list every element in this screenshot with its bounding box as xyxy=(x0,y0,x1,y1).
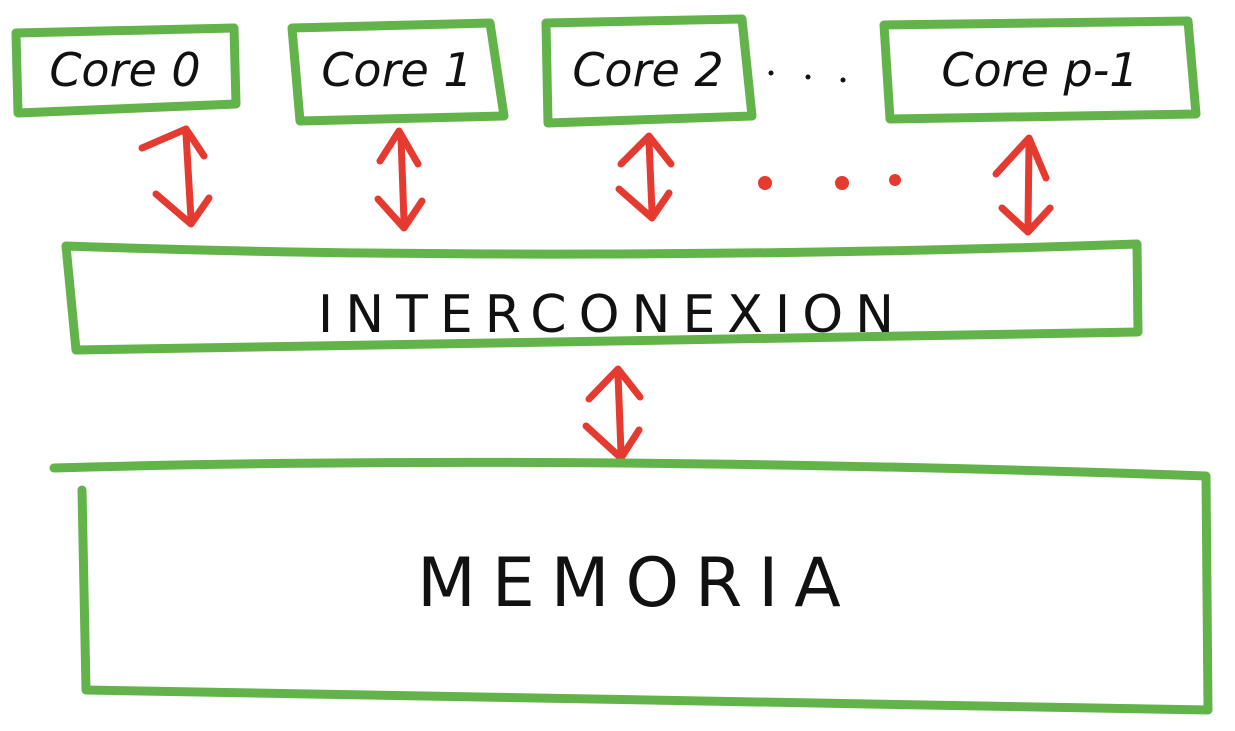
memory: MEMORIA xyxy=(49,457,1213,715)
core-0-arrow xyxy=(138,125,213,228)
core-1-label: Core 1 xyxy=(321,43,472,97)
memory-arrow xyxy=(582,365,644,462)
memory-arrow-head-up xyxy=(585,365,644,403)
core-2-arrow-head-up xyxy=(617,132,675,168)
core-p-1-arrow-shaft xyxy=(1024,139,1033,230)
core-p-1-arrow-head-up xyxy=(992,134,1050,182)
core-2-label: Core 2 xyxy=(572,43,723,97)
memory-label: MEMORIA xyxy=(417,544,857,623)
core-2-arrow-head-down xyxy=(615,185,673,222)
core-p-1-label: Core p-1 xyxy=(941,43,1138,97)
memory-box xyxy=(49,457,1213,715)
core-1-box xyxy=(287,18,509,126)
core-2-box xyxy=(541,14,757,128)
ellipsis-dot-2 xyxy=(805,74,811,80)
core-p-1-arrow xyxy=(992,134,1054,236)
core-p-1-arrow-head-down xyxy=(998,204,1054,236)
memory-arrow-head-down xyxy=(582,422,643,462)
core-p-1: Core p-1 xyxy=(879,16,1201,124)
core-1-arrow-shaft xyxy=(397,133,408,226)
core-0-arrow-shaft xyxy=(182,130,195,223)
interconnect: INTERCONEXION xyxy=(61,239,1143,355)
memory-arrow-shaft xyxy=(614,371,625,456)
arrow-ellipsis-dot-2 xyxy=(835,176,849,190)
core-1-arrow xyxy=(374,127,426,232)
arrow-ellipsis-dot-3 xyxy=(889,174,901,186)
ellipsis-dot-3 xyxy=(840,77,846,83)
core-2-arrow-shaft xyxy=(645,137,656,216)
core-1: Core 1 xyxy=(287,18,509,126)
core-p-1-box xyxy=(879,16,1201,124)
core-1-arrow-head-down xyxy=(374,195,426,232)
core-1-arrow-head-up xyxy=(376,127,422,168)
interconnect-box xyxy=(61,239,1143,355)
core-0-box xyxy=(11,23,241,118)
core-2: Core 2 xyxy=(541,14,757,128)
core-ellipsis xyxy=(768,70,846,83)
core-2-arrow xyxy=(615,132,675,222)
core-0: Core 0 xyxy=(11,23,241,118)
arrow-ellipsis-dot-1 xyxy=(758,176,772,190)
interconnect-label: INTERCONEXION xyxy=(318,285,906,345)
core-0-arrow-head-up xyxy=(138,125,208,160)
ellipsis-dot-1 xyxy=(768,70,774,76)
core-0-arrow-head-down xyxy=(152,190,213,228)
arrow-ellipsis xyxy=(758,174,901,190)
core-0-label: Core 0 xyxy=(49,43,200,97)
